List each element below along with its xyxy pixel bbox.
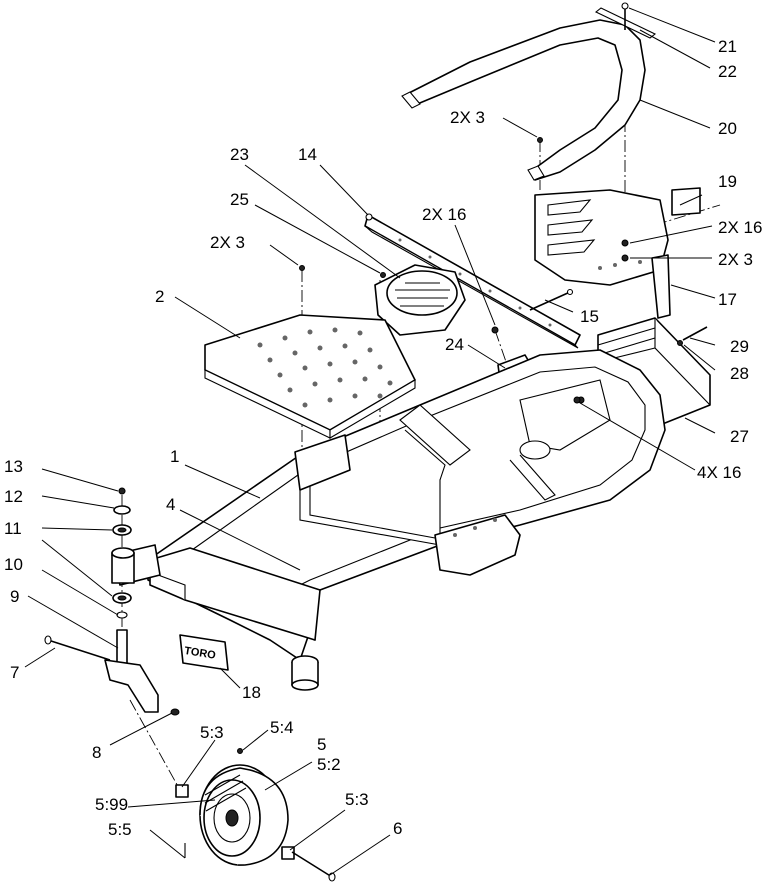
callout-5: 5: [317, 735, 326, 754]
bolt-28-29: [677, 326, 708, 346]
weight-part: [597, 317, 711, 426]
callout-20: 20: [718, 119, 737, 138]
callout-2x3-top: 2X 3: [450, 108, 485, 127]
callout-24: 24: [445, 335, 464, 354]
callout-12: 12: [4, 487, 23, 506]
callout-21: 21: [718, 37, 737, 56]
callout-6: 6: [393, 819, 402, 838]
callout-23: 23: [230, 145, 249, 164]
callout-5-4: 5:4: [270, 718, 294, 737]
wheel-part: [175, 748, 336, 882]
floor-pan-part: [204, 314, 416, 439]
callout-5-3-bottom: 5:3: [345, 790, 369, 809]
front-panel-part: [149, 547, 321, 641]
caster-fork-part: [44, 488, 180, 716]
callout-5-99: 5:99: [95, 795, 128, 814]
decal-19: [671, 187, 701, 216]
callout-22: 22: [718, 62, 737, 81]
callout-2: 2: [155, 287, 164, 306]
floor-pan-holes: [257, 327, 393, 408]
callout-17: 17: [718, 290, 737, 309]
callout-4: 4: [166, 495, 175, 514]
callout-14: 14: [298, 145, 317, 164]
vent-part: [374, 264, 466, 337]
callout-4x16: 4X 16: [697, 463, 741, 482]
leader-lines: [24, 7, 716, 876]
hardware-fasteners: [118, 137, 581, 495]
callout-2x3-right: 2X 3: [718, 250, 753, 269]
callout-11: 11: [4, 519, 22, 538]
handle-bar-part: [401, 19, 646, 181]
callout-29: 29: [730, 337, 749, 356]
crossbar-part: [364, 213, 581, 349]
callout-25: 25: [230, 190, 249, 209]
callout-13: 13: [4, 457, 23, 476]
callout-19: 19: [718, 172, 737, 191]
callout-8: 8: [92, 743, 101, 762]
callout-5-5: 5:5: [108, 820, 132, 839]
main-frame-part: [147, 349, 666, 661]
callout-10: 10: [4, 555, 23, 574]
callout-labels: 21 22 20 2X 3 19 2X 16 2X 3 17 23 14 25 …: [4, 37, 762, 839]
bolt-15: [529, 288, 574, 311]
callout-7: 7: [10, 663, 19, 682]
toro-decal-text: TORO: [183, 645, 217, 662]
caster-mount: [291, 655, 319, 691]
callout-15: 15: [580, 307, 599, 326]
callout-5-3-top: 5:3: [200, 723, 224, 742]
callout-2x3-left: 2X 3: [210, 233, 245, 252]
callout-1: 1: [170, 447, 179, 466]
callout-2x16-right: 2X 16: [718, 218, 762, 237]
callout-2x16-center: 2X 16: [422, 205, 466, 224]
toro-decal-part: TORO: [179, 634, 229, 671]
callout-9: 9: [10, 587, 19, 606]
callout-28: 28: [730, 364, 749, 383]
callout-18: 18: [242, 683, 261, 702]
callout-27: 27: [730, 427, 749, 446]
callout-5-2: 5:2: [317, 755, 341, 774]
rear-bracket-part: [534, 189, 671, 319]
